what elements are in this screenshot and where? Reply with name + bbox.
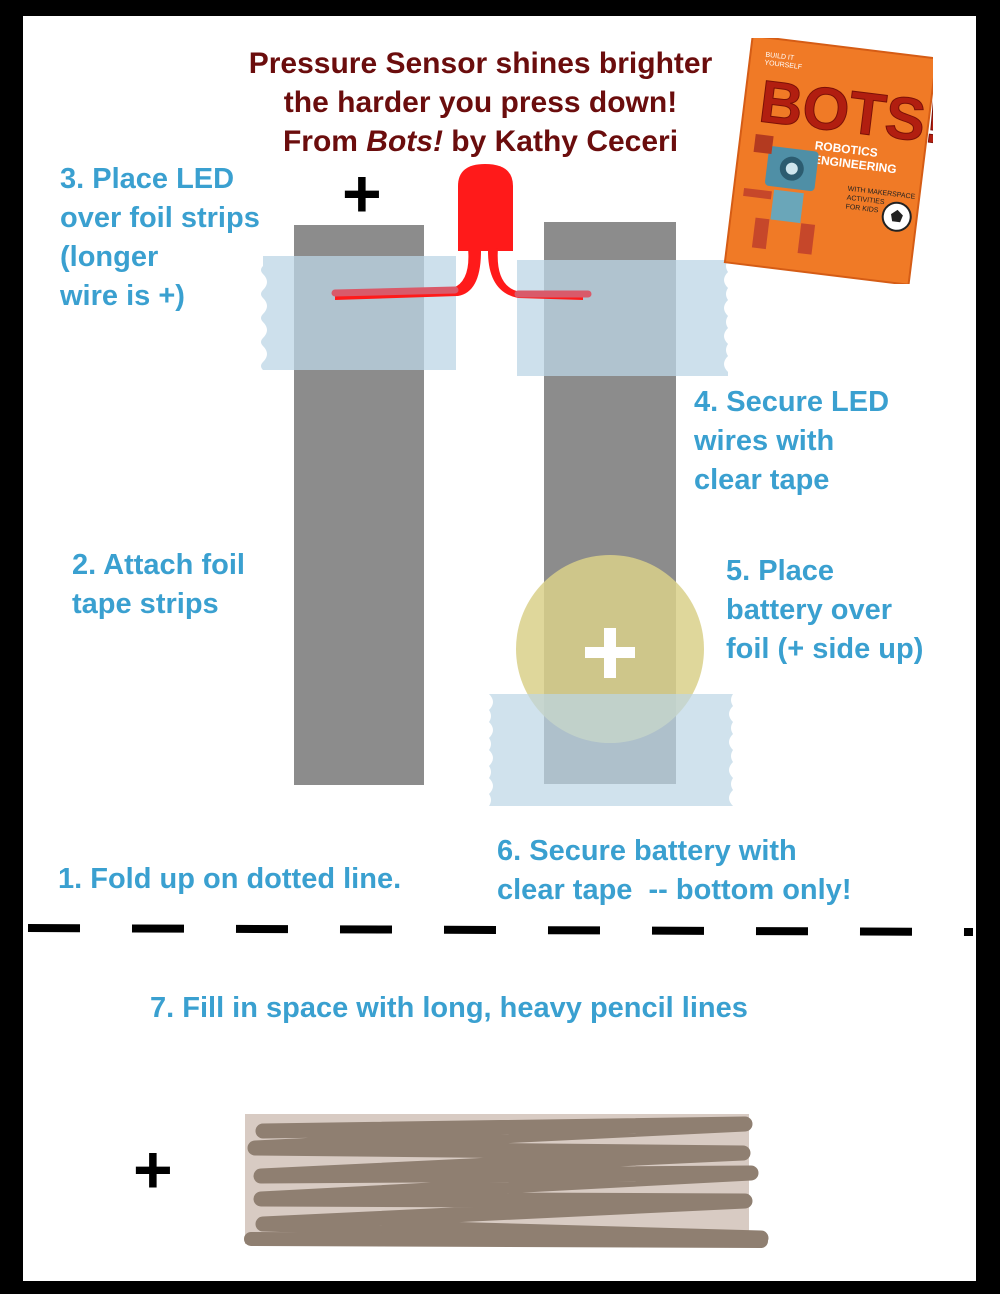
title-line-3: From Bots! by Kathy Ceceri	[193, 122, 768, 161]
fold-line	[27, 924, 974, 936]
step-4-line-2: wires with	[694, 425, 835, 457]
step-6: 6. Secure battery with clear tape -- bot…	[497, 832, 851, 910]
step-1-line-1: 1. Fold up on dotted line.	[58, 863, 402, 895]
step-4-line-1: 4. Secure LED	[694, 386, 890, 418]
step-2-line-1: 2. Attach foil	[72, 549, 245, 581]
title-line-1: Pressure Sensor shines brighter	[248, 47, 713, 80]
step-3-line-4: wire is +)	[60, 280, 185, 312]
diagram-graphics	[27, 164, 974, 1248]
book-title: Bots!	[366, 125, 443, 158]
cover-tagline-3: FOR KIDS	[845, 204, 879, 215]
step-6-line-2: clear tape -- bottom only!	[497, 874, 852, 906]
step-4: 4. Secure LED wires with clear tape	[694, 383, 889, 500]
title-from: From	[282, 125, 367, 158]
led-plus-icon: +	[342, 156, 382, 232]
step-1: 1. Fold up on dotted line.	[58, 860, 401, 899]
step-4-line-3: clear tape	[694, 464, 830, 496]
tape-left	[261, 256, 456, 370]
robot-icon	[743, 133, 819, 255]
book-cover: BUILD IT YOURSELF BOTS! ROBOTICS ENGINEE…	[723, 38, 933, 284]
step-2-line-2: tape strips	[72, 588, 219, 620]
cover-small-top-b: YOURSELF	[764, 60, 802, 72]
step-2: 2. Attach foil tape strips	[72, 546, 245, 624]
tape-battery	[489, 694, 733, 806]
step-3-line-1: 3. Place LED	[60, 163, 235, 195]
step-7: 7. Fill in space with long, heavy pencil…	[150, 989, 748, 1028]
step-3-line-3: (longer	[60, 241, 159, 273]
step-5-line-2: battery over	[726, 594, 893, 626]
step-3-line-2: over foil strips	[60, 202, 260, 234]
pencil-plus-icon: +	[133, 1132, 173, 1208]
battery-plus-icon	[585, 628, 635, 678]
title-author: by Kathy Ceceri	[442, 125, 679, 158]
cover-tagline-2: ACTIVITIES	[846, 195, 885, 207]
tape-right	[517, 260, 728, 376]
step-5: 5. Place battery over foil (+ side up)	[726, 552, 923, 669]
led-wire-left	[331, 286, 459, 297]
step-6-line-1: 6. Secure battery with	[497, 835, 797, 867]
page-title: Pressure Sensor shines brighter the hard…	[193, 44, 768, 161]
cover-small-top-a: BUILD IT	[765, 52, 795, 63]
pencil-area	[244, 1114, 769, 1248]
instruction-sheet: Pressure Sensor shines brighter the hard…	[23, 16, 976, 1281]
title-line-2: the harder you press down!	[283, 86, 678, 119]
step-5-line-3: foil (+ side up)	[726, 633, 924, 665]
step-5-line-1: 5. Place	[726, 555, 835, 587]
step-3: 3. Place LED over foil strips (longer wi…	[60, 160, 260, 316]
step-7-line-1: 7. Fill in space with long, heavy pencil…	[150, 992, 748, 1024]
